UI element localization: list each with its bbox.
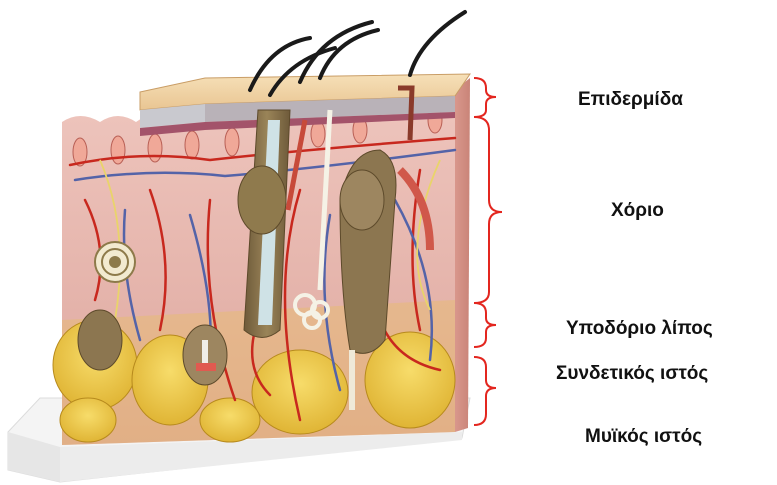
- sebaceous-gland-icon: [238, 166, 286, 234]
- block-side-face: [455, 78, 470, 432]
- label-muscle-tissue: Μυϊκός ιστός: [585, 426, 702, 448]
- label-dermis: Χόριο: [611, 200, 664, 222]
- layer-brackets: [474, 78, 502, 425]
- label-epidermis: Επιδερμίδα: [578, 89, 683, 111]
- bracket-dermis: [474, 117, 502, 303]
- bracket-epidermis: [474, 78, 496, 117]
- label-connective-tissue: Συνδετικός ιστός: [556, 363, 708, 385]
- label-hypodermis: Υποδόριο λίπος: [566, 318, 713, 340]
- bracket-hypodermis: [474, 303, 496, 347]
- pacinian-corpuscle-icon: [95, 242, 135, 282]
- bracket-connective: [474, 357, 496, 425]
